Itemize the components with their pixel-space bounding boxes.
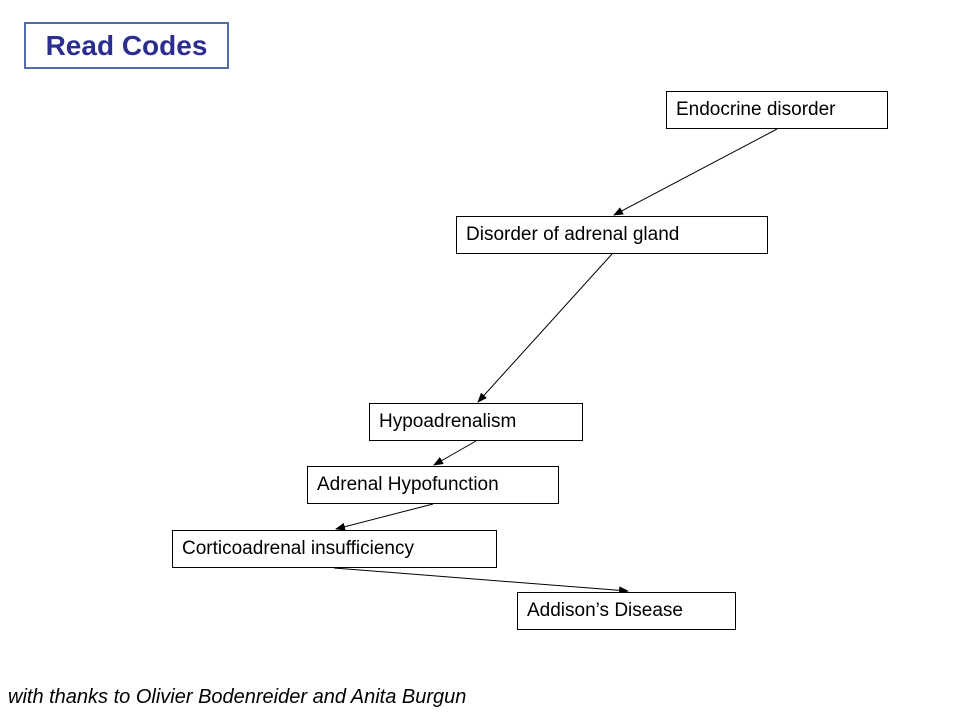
node-addisons-disease: Addison’s Disease [517, 592, 736, 630]
node-label: Endocrine disorder [676, 99, 836, 120]
node-disorder-of-adrenal-gland: Disorder of adrenal gland [456, 216, 768, 254]
edge-hypofunction-to-corticoadrenal [335, 503, 434, 531]
node-label: Addison’s Disease [527, 600, 683, 621]
node-label: Hypoadrenalism [379, 411, 517, 432]
edge-adrenal-to-hypoadrenalism [477, 253, 613, 403]
edge-endocrine-to-adrenal [613, 128, 778, 216]
node-label: Corticoadrenal insufficiency [182, 538, 414, 559]
page-title: Read Codes [45, 29, 208, 61]
edge-hypoadrenalism-to-hypofunction [433, 440, 477, 466]
node-adrenal-hypofunction: Adrenal Hypofunction [307, 466, 559, 504]
node-label: Disorder of adrenal gland [466, 224, 680, 245]
credit-text: with thanks to Olivier Bodenreider and A… [8, 686, 467, 708]
edge-corticoadrenal-to-addisons [333, 567, 629, 595]
node-hypoadrenalism: Hypoadrenalism [369, 403, 583, 441]
title-box: Read Codes [24, 22, 229, 69]
node-corticoadrenal-insufficiency: Corticoadrenal insufficiency [172, 530, 497, 568]
node-label: Adrenal Hypofunction [317, 474, 499, 495]
node-endocrine-disorder: Endocrine disorder [666, 91, 888, 129]
